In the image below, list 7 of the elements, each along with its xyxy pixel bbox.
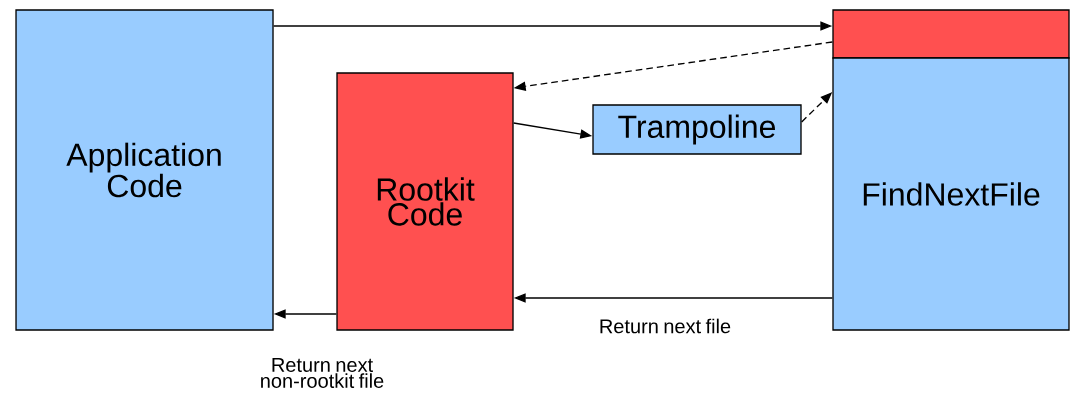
process-box: Rootkit Code	[336, 72, 514, 331]
edge-label: Return next file	[600, 318, 731, 334]
header-box	[832, 9, 1070, 59]
process-box: Trampoline	[592, 104, 802, 155]
edge-label: Return next non-rootkit file	[261, 358, 384, 388]
process-box: Application Code	[15, 9, 274, 331]
process-box: FindNextFile	[832, 57, 1070, 331]
